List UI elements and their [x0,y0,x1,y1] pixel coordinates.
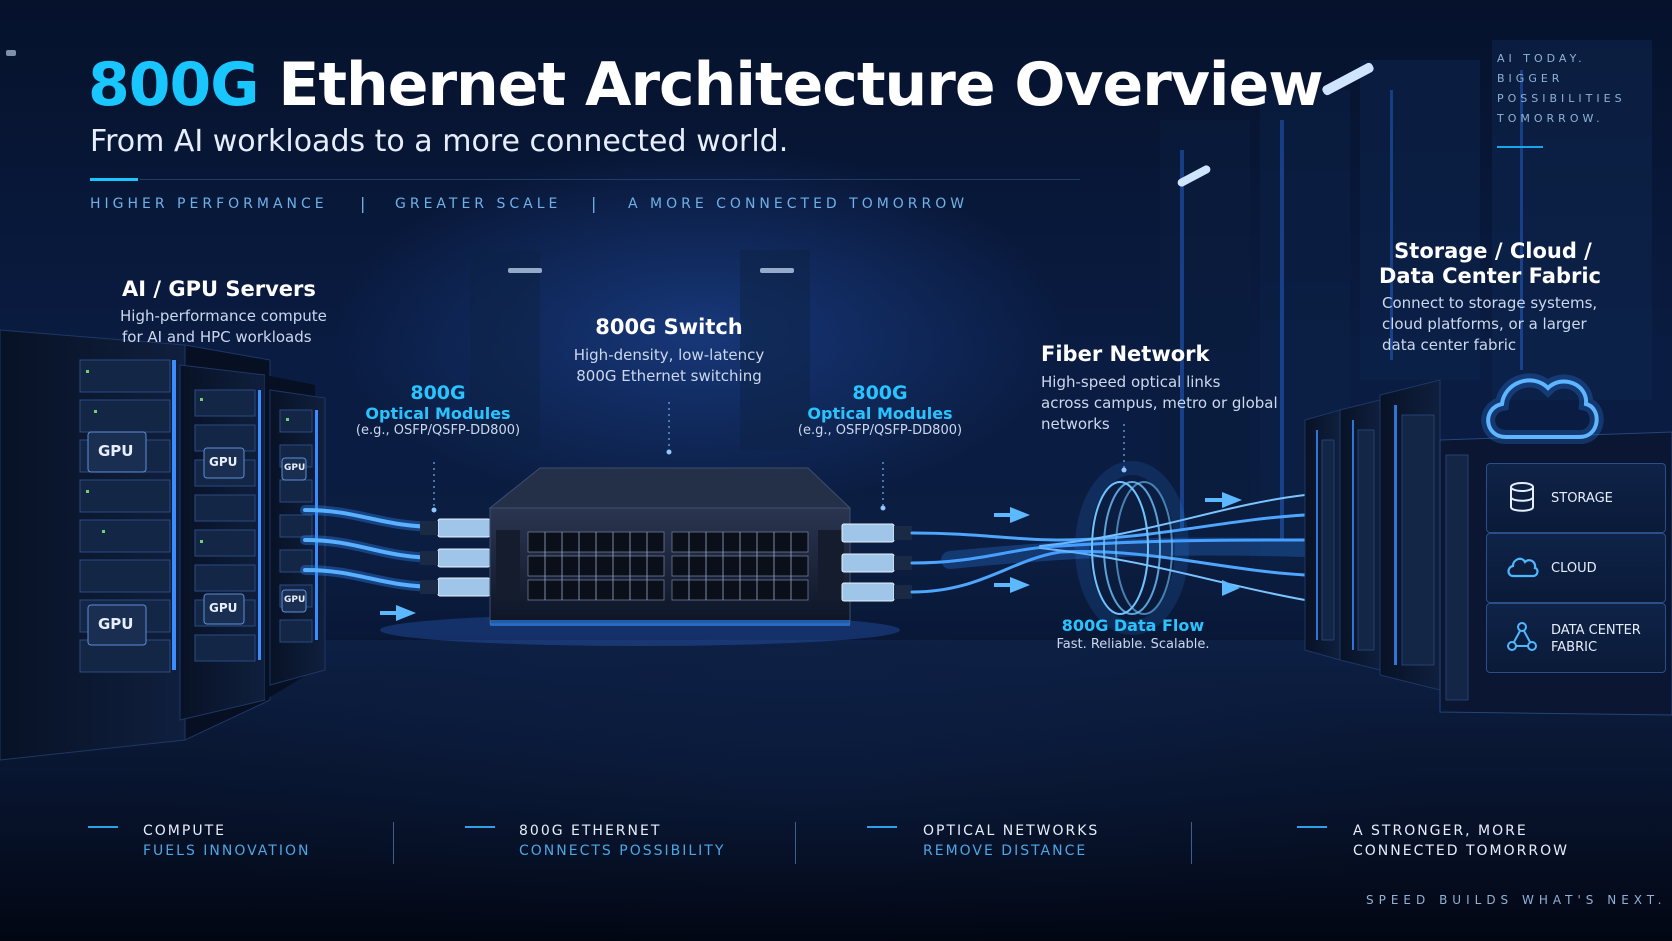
cloud-panel-label: CLOUD [1551,561,1597,576]
bottom-message-tomorrow: A STRONGER, MORE CONNECTED TOMORROW [1353,823,1569,859]
data-flow-title: 800G Data Flow [1061,616,1205,635]
left-optics-note: (e.g., OSFP/QSFP-DD800) [355,423,521,438]
fabric-panel-label: DATA CENTER FABRIC [1551,622,1641,656]
bottom-separator [393,822,394,864]
left-optical-modules [420,518,491,597]
right-optics-subtitle: Optical Modules [807,404,953,423]
page-title: 800G Ethernet Architecture Overview [88,50,1324,120]
bottom-dash [88,826,118,828]
switch-title: 800G Switch [595,315,743,339]
switch-label: 800G Switch High-density, low-latency 80… [560,315,778,387]
storage-desc-line: data center fabric [1382,336,1517,354]
corner-underline [1497,146,1543,148]
title-accent: 800G [88,50,259,120]
cloud-panel: CLOUD [1486,533,1666,603]
switch-desc-line: High-density, low-latency [573,346,765,364]
gpu-label: GPU [209,455,238,469]
bottom-message-ethernet: 800G ETHERNET CONNECTS POSSIBILITY [519,823,725,859]
tag-tomorrow: A MORE CONNECTED TOMORROW [628,196,969,212]
corner-line: POSSIBILITIES [1497,92,1626,105]
corner-line: TOMORROW. [1497,112,1604,125]
tagline: SPEED BUILDS WHAT'S NEXT. [1366,893,1667,907]
bottom-line: COMPUTE [143,823,226,839]
flow-arrows [380,492,1242,621]
gpu-label: GPU [98,442,134,460]
tag-separator: | [360,194,366,213]
corner-line: BIGGER [1497,72,1564,85]
data-flow-label: 800G Data Flow Fast. Reliable. Scalable. [1040,616,1226,652]
tag-scale: GREATER SCALE [395,196,562,212]
bottom-line: OPTICAL NETWORKS [923,823,1100,839]
left-optics-title: 800G [410,382,466,404]
page-subtitle: From AI workloads to a more connected wo… [90,124,789,159]
right-optics-note: (e.g., OSFP/QSFP-DD800) [797,423,963,438]
servers-desc-line: for AI and HPC workloads [122,328,312,346]
switch-desc-line: 800G Ethernet switching [576,367,762,385]
left-optics-label: 800G Optical Modules (e.g., OSFP/QSFP-DD… [340,382,536,438]
bottom-separator [795,822,796,864]
storage-desc-line: Connect to storage systems, [1382,294,1598,312]
right-optical-modules [841,523,912,602]
storage-panel: STORAGE [1486,463,1666,533]
gpu-label: GPU [98,615,134,633]
network-icon [1507,622,1537,651]
cloud-icon [1481,373,1604,444]
bottom-message-compute: COMPUTE FUELS INNOVATION [143,823,310,859]
gpu-label: GPU [284,463,306,473]
fabric-panel: DATA CENTER FABRIC [1486,603,1666,673]
fiber-desc-line: networks [1041,415,1110,433]
bottom-separator [1191,822,1192,864]
header-divider [140,179,1080,180]
fiber-title: Fiber Network [1041,342,1210,366]
fabric-panel-line: FABRIC [1551,640,1598,655]
storage-title-line: Data Center Fabric [1379,264,1601,288]
bottom-line: A STRONGER, MORE [1353,823,1528,839]
gpu-label: GPU [284,595,306,605]
bottom-line: FUELS INNOVATION [143,843,311,859]
switch-desc: High-density, low-latency 800G Ethernet … [560,345,778,387]
bottom-line: 800G ETHERNET [519,823,662,839]
left-optics-subtitle: Optical Modules [365,404,511,423]
corner-line: AI TODAY. [1497,52,1586,65]
bottom-line: CONNECTED TOMORROW [1353,843,1569,859]
800g-switch-chassis [488,467,852,626]
data-flow-desc: Fast. Reliable. Scalable. [1056,637,1210,652]
ceiling-lights [6,50,1374,273]
servers-desc: High-performance compute for AI and HPC … [120,306,327,348]
bottom-line: REMOVE DISTANCE [923,843,1088,859]
corner-note: AI TODAY. BIGGER POSSIBILITIES TOMORROW. [1497,49,1626,129]
background-racks [470,40,1652,570]
gpu-label: GPU [209,601,238,615]
cloud-icon [1507,557,1539,578]
fiber-desc-line: High-speed optical links [1041,373,1221,391]
servers-title: AI / GPU Servers [122,277,316,301]
bottom-dash [465,826,495,828]
title-rest: Ethernet Architecture Overview [278,50,1323,120]
fiber-ring-coil [1075,461,1189,635]
fiber-desc-line: across campus, metro or global [1041,394,1278,412]
gpu-server-racks [0,329,326,761]
fiber-desc: High-speed optical links across campus, … [1041,372,1278,435]
fabric-panel-line: DATA CENTER [1551,623,1641,638]
tag-separator: | [591,194,597,213]
storage-title: Storage / Cloud / Data Center Fabric [1379,239,1601,289]
subtitle-underline [90,178,138,181]
tag-performance: HIGHER PERFORMANCE [90,196,328,212]
bottom-message-optical: OPTICAL NETWORKS REMOVE DISTANCE [923,823,1099,859]
right-optics-title: 800G [852,382,908,404]
storage-panel-label: STORAGE [1551,491,1613,506]
storage-desc-line: cloud platforms, or a larger [1382,315,1587,333]
storage-desc: Connect to storage systems, cloud platfo… [1382,293,1597,356]
right-fiber-beams [910,494,1314,601]
servers-desc-line: High-performance compute [120,307,327,325]
storage-title-line: Storage / Cloud / [1394,239,1592,263]
leader-lines [433,402,1125,510]
database-icon [1510,482,1534,512]
bottom-line: CONNECTS POSSIBILITY [519,843,726,859]
right-optics-label: 800G Optical Modules (e.g., OSFP/QSFP-DD… [782,382,978,438]
bottom-dash [1297,826,1327,828]
bottom-dash [867,826,897,828]
